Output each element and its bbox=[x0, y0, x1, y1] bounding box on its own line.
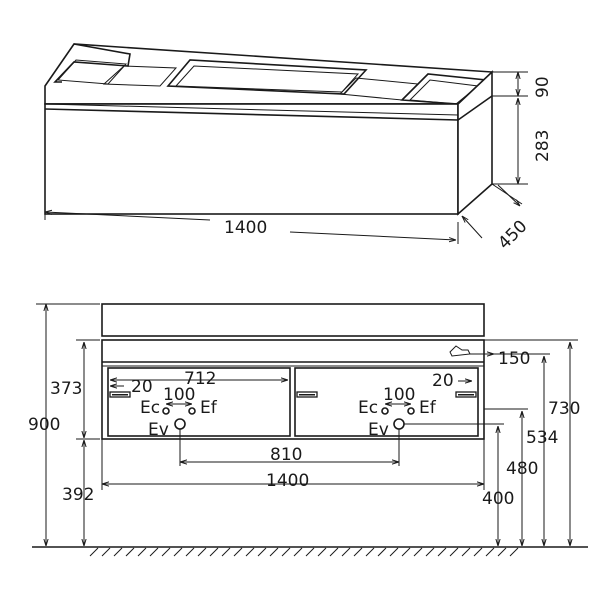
floor-hatch bbox=[209, 547, 219, 557]
width-label-1400: 1400 bbox=[224, 218, 267, 238]
floor-hatch bbox=[233, 547, 243, 557]
front-top-slab bbox=[101, 303, 485, 337]
floor-hatch bbox=[401, 547, 411, 557]
cold-label-left: Ef bbox=[200, 398, 218, 418]
hot-label-left: Ec bbox=[140, 398, 160, 418]
height-label-534: 534 bbox=[526, 428, 558, 448]
drawer-height-label-283: 283 bbox=[533, 130, 553, 162]
floor-hatch bbox=[281, 547, 291, 557]
floor-hatch bbox=[341, 547, 351, 557]
floor-hatch bbox=[149, 547, 159, 557]
overall-width-label-1400: 1400 bbox=[266, 471, 309, 491]
floor-hatch bbox=[173, 547, 183, 557]
floor-line bbox=[32, 546, 588, 557]
floor-hatch bbox=[257, 547, 267, 557]
front-cabinet bbox=[101, 339, 485, 440]
floor-hatch bbox=[473, 547, 483, 557]
tap-spacing-label-right: 100 bbox=[383, 385, 415, 405]
top-height-label-90: 90 bbox=[533, 76, 553, 98]
floor-hatch bbox=[113, 547, 123, 557]
floor-hatch bbox=[101, 547, 111, 557]
hot-tap-left bbox=[162, 407, 170, 415]
floor-hatch bbox=[197, 547, 207, 557]
drain-label-right: Ev bbox=[368, 420, 389, 440]
floor-hatch bbox=[497, 547, 507, 557]
siphon-label-150: 150 bbox=[498, 349, 530, 369]
floor-hatch bbox=[437, 547, 447, 557]
offset-label-20-right: 20 bbox=[432, 371, 454, 391]
floor-hatch bbox=[413, 547, 423, 557]
height-label-480: 480 bbox=[506, 459, 538, 479]
depth-label-450: 450 bbox=[494, 216, 531, 253]
floor-hatch bbox=[137, 547, 147, 557]
floor-hatch bbox=[425, 547, 435, 557]
drawer-body bbox=[44, 103, 459, 215]
floor-hatch bbox=[329, 547, 339, 557]
front-dimensions: 900 392 373 712 20 100 Ec Ef Ev 20 100 E… bbox=[28, 303, 580, 546]
floor-hatch bbox=[221, 547, 231, 557]
drain-label-left: Ev bbox=[148, 420, 169, 440]
floor-hatch bbox=[89, 547, 99, 557]
drawer-left bbox=[107, 367, 291, 437]
floor-hatch bbox=[449, 547, 459, 557]
tap-spacing-label-left: 100 bbox=[163, 385, 195, 405]
floor-hatch bbox=[245, 547, 255, 557]
cold-label-right: Ef bbox=[419, 398, 437, 418]
floor-hatch bbox=[305, 547, 315, 557]
floor-hatch bbox=[185, 547, 195, 557]
siphon-icon bbox=[449, 345, 471, 357]
floor-hatch bbox=[365, 547, 375, 557]
height-label-900: 900 bbox=[28, 415, 60, 435]
floor-hatch bbox=[353, 547, 363, 557]
drain-spacing-label-810: 810 bbox=[270, 445, 302, 465]
floor-hatch bbox=[509, 547, 519, 557]
height-label-730: 730 bbox=[548, 399, 580, 419]
floor-hatch bbox=[389, 547, 399, 557]
top-shelf bbox=[44, 43, 494, 105]
height-label-400: 400 bbox=[482, 489, 514, 509]
offset-label-20-left: 20 bbox=[131, 377, 153, 397]
isometric-view bbox=[44, 43, 494, 216]
floor-hatch bbox=[161, 547, 171, 557]
floor-hatch bbox=[293, 547, 303, 557]
height-label-392: 392 bbox=[62, 485, 94, 505]
cold-tap-left bbox=[188, 407, 196, 415]
floor-hatch bbox=[461, 547, 471, 557]
floor-hatch bbox=[317, 547, 327, 557]
hot-tap-right bbox=[381, 407, 389, 415]
cold-tap-right bbox=[407, 407, 415, 415]
width-label-712: 712 bbox=[184, 369, 216, 389]
floor-hatch bbox=[269, 547, 279, 557]
front-view bbox=[101, 303, 485, 440]
floor-hatch bbox=[485, 547, 495, 557]
floor-hatch bbox=[377, 547, 387, 557]
hot-label-right: Ec bbox=[358, 398, 378, 418]
inset-label-373: 373 bbox=[50, 379, 82, 399]
drawer-right bbox=[294, 367, 479, 437]
floor-hatch bbox=[125, 547, 135, 557]
